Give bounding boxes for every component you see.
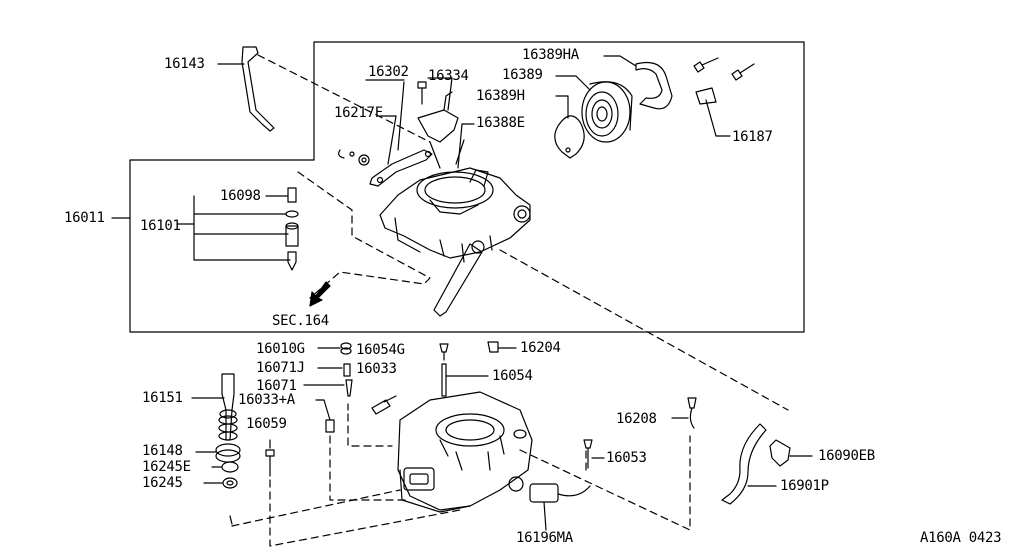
label-16389: 16389 [502, 67, 543, 83]
label-16101: 16101 [140, 218, 181, 234]
label-16071: 16071 [256, 378, 297, 394]
screw-16208 [671, 397, 697, 429]
clip-16090EB [769, 439, 813, 467]
label-16208: 16208 [616, 411, 657, 427]
section-arrow [309, 281, 331, 307]
dashed-guide-upper [297, 171, 431, 299]
label-section-ref: SEC.164 [272, 313, 329, 329]
retaining-ring-16389HA [603, 55, 673, 110]
screws-16187 [693, 57, 755, 137]
choke-housing-16389 [555, 75, 633, 143]
label-16204: 16204 [520, 340, 561, 356]
bracket-16334-drawing [417, 77, 459, 143]
label-16090EB: 16090EB [818, 448, 875, 464]
label-16187: 16187 [732, 129, 773, 145]
dashed-guide-lower-a [347, 413, 393, 447]
cover-plate-16389H [554, 95, 585, 159]
label-16148: 16148 [142, 443, 183, 459]
label-16054G: 16054G [356, 342, 405, 358]
label-16151: 16151 [142, 390, 183, 406]
choke-lever [338, 79, 433, 187]
label-16143: 16143 [164, 56, 205, 72]
dashed-guide-lower-c [231, 489, 401, 527]
label-16033A: 16033+A [238, 392, 295, 408]
assembly-frame [129, 41, 805, 333]
label-16098: 16098 [220, 188, 261, 204]
label-16389HA: 16389HA [522, 47, 579, 63]
figure-code: A160A 0423 [920, 530, 1002, 546]
label-16071J: 16071J [256, 360, 305, 376]
leader-16388E-b [457, 123, 463, 169]
solenoid-16196MA [529, 483, 591, 531]
label-16059: 16059 [246, 416, 287, 432]
screw-16059 [265, 439, 275, 477]
label-16053: 16053 [606, 450, 647, 466]
label-16011: 16011 [64, 210, 105, 226]
carburetor-base [397, 391, 533, 513]
dashed-guide-choke [499, 249, 789, 411]
bracket-16143-drawing [217, 46, 431, 143]
small-parts [303, 341, 517, 433]
label-16245: 16245 [142, 475, 183, 491]
label-16302: 16302 [368, 64, 409, 80]
dashed-guide-lower-e [519, 435, 691, 531]
jet-group-16101 [177, 187, 299, 271]
label-16196MA: 16196MA [516, 530, 573, 546]
dashed-guide-lower-d [269, 479, 461, 547]
label-16033: 16033 [356, 361, 397, 377]
dashed-guide-lower-b [329, 435, 409, 501]
screw-16053 [583, 439, 605, 469]
label-16054: 16054 [492, 368, 533, 384]
label-16388E: 16388E [476, 115, 525, 131]
label-16217F: 16217F [334, 105, 383, 121]
label-16901P: 16901P [780, 478, 829, 494]
label-16010G: 16010G [256, 341, 305, 357]
carburetor-upper-body [379, 139, 531, 317]
accel-pump-16151 [191, 373, 241, 525]
hose-16901P [721, 423, 777, 505]
label-16245E: 16245E [142, 459, 191, 475]
label-16389H: 16389H [476, 88, 525, 104]
label-16334: 16334 [428, 68, 469, 84]
